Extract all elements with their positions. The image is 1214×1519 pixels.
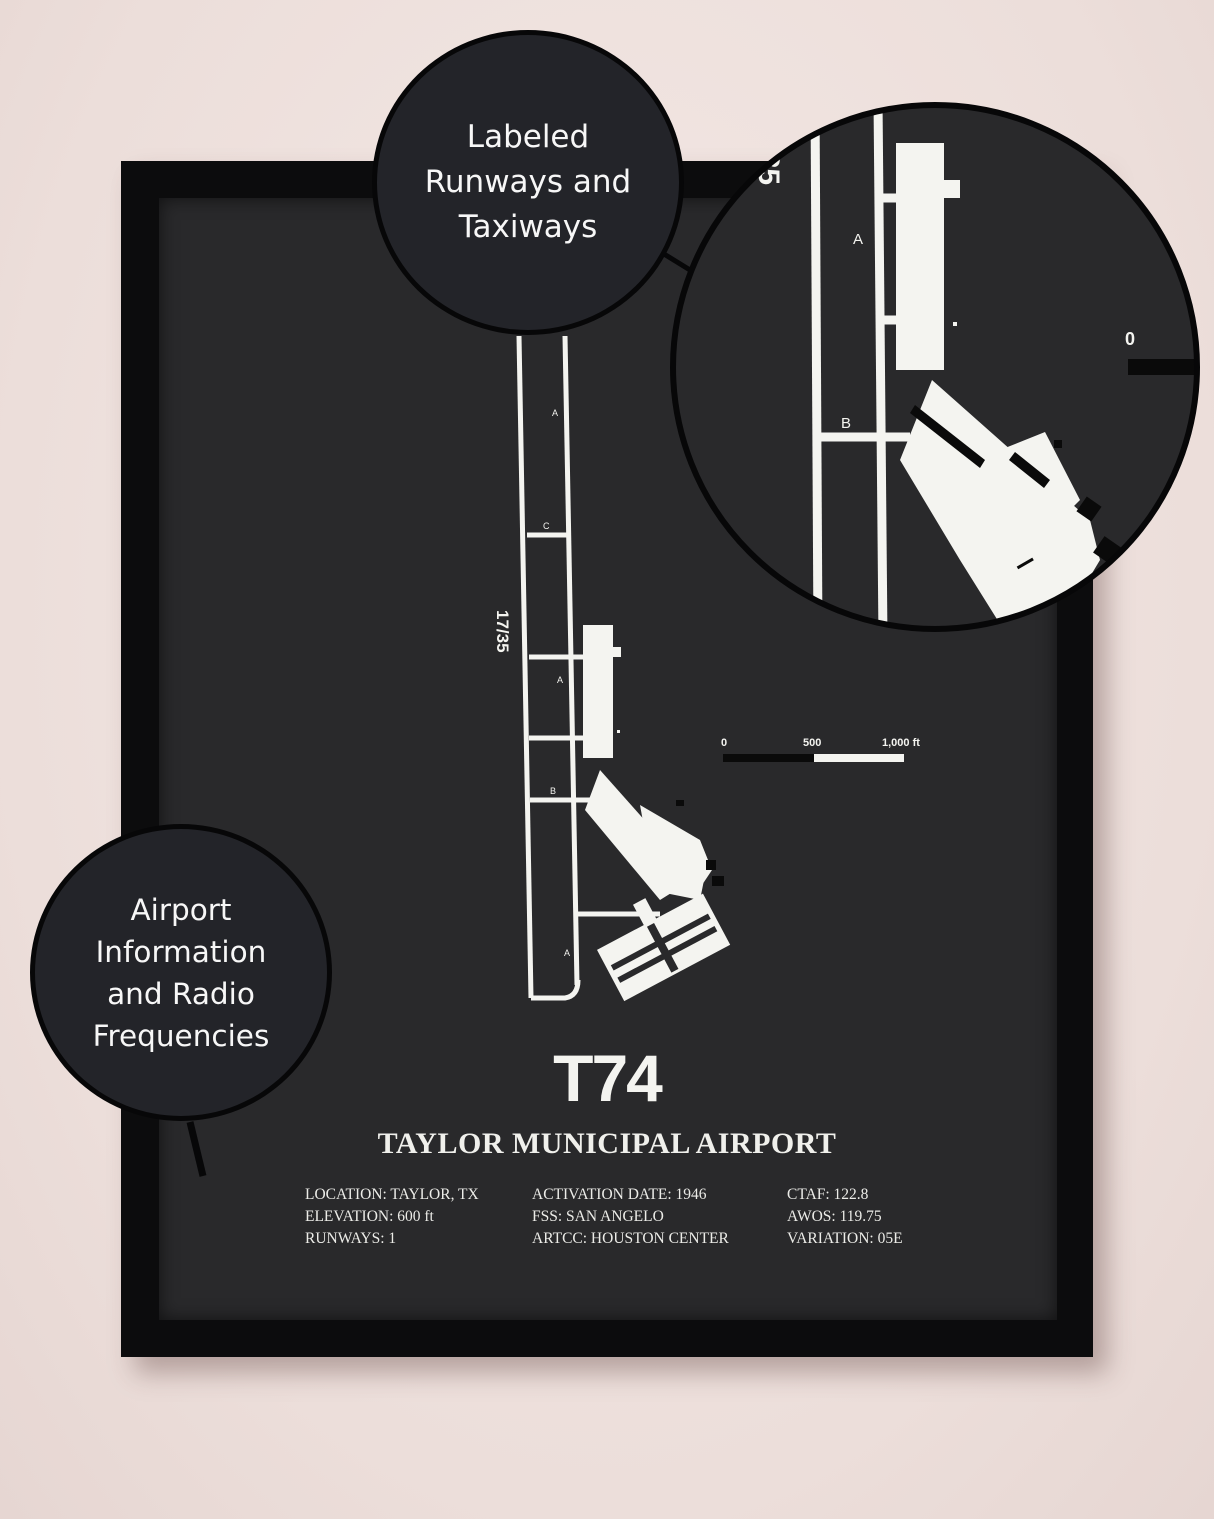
zoom-scale-label-zero: 0 <box>1125 329 1135 349</box>
info-runways: RUNWAYS: 1 <box>305 1230 397 1247</box>
runway-label: 17/35 <box>493 610 512 653</box>
callout-runways: Labeled Runways and Taxiways <box>372 30 684 335</box>
runway-left-edge <box>516 335 534 999</box>
hangar-detail-3 <box>676 800 684 806</box>
runway-right-edge <box>562 335 580 986</box>
zoom-north-apron <box>896 143 944 370</box>
zoom-taxiway-label-b: B <box>841 415 851 432</box>
hangar-building <box>640 805 712 888</box>
zoom-north-apron-notch <box>940 180 960 198</box>
info-location: LOCATION: TAYLOR, TX <box>305 1186 479 1203</box>
zoom-scale-bar-dark <box>1128 359 1197 375</box>
hangar-detail-1 <box>706 860 716 870</box>
zoom-hangar-apron <box>900 380 1100 629</box>
info-activation-date: ACTIVATION DATE: 1946 <box>532 1186 707 1203</box>
t-hangar-stem <box>632 898 660 932</box>
info-artcc: ARTCC: HOUSTON CENTER <box>532 1230 729 1247</box>
airport-code: T74 <box>553 1041 663 1115</box>
zoom-hangar-detail-1 <box>1076 496 1102 522</box>
info-elevation: ELEVATION: 600 ft <box>305 1208 434 1225</box>
zoom-hangar-detail-3 <box>1054 440 1062 448</box>
scale-bar-light <box>814 754 904 762</box>
taxiway-label-a-bottom: A <box>564 948 570 958</box>
hangar-apron <box>585 770 680 900</box>
zoom-runway-edge-right <box>873 105 888 629</box>
info-column-admin: ACTIVATION DATE: 1946 FSS: SAN ANGELO AR… <box>532 1184 729 1250</box>
taxiway-label-c: C <box>543 521 550 531</box>
zoom-taxiway-label-a: A <box>853 231 863 248</box>
info-fss: FSS: SAN ANGELO <box>532 1208 664 1225</box>
callout-runways-line-2: Runways and <box>424 164 632 200</box>
zoom-apron-stripe-2 <box>1009 452 1050 488</box>
taxiway-label-a-mid: A <box>557 675 563 685</box>
callout-info: Airport Information and Radio Frequencie… <box>30 824 332 1121</box>
zoom-circle-border <box>670 102 1200 632</box>
info-column-radio: CTAF: 122.8 AWOS: 119.75 VARIATION: 05E <box>787 1184 903 1250</box>
north-apron-notch <box>610 647 621 657</box>
hangar-tail <box>652 870 705 900</box>
zoom-north-apron-marker <box>953 322 957 326</box>
hangar-detail-2 <box>712 876 724 886</box>
zoom-runway-edge-left <box>810 105 823 629</box>
taxiway-label-a-top: A <box>552 408 558 418</box>
info-variation: VARIATION: 05E <box>787 1230 903 1247</box>
scale-label-end: 1,000 ft <box>882 737 920 749</box>
north-apron <box>583 625 613 758</box>
airport-name: TAYLOR MUNICIPAL AIRPORT <box>377 1127 837 1160</box>
callout-info-line-1: Airport <box>130 892 232 927</box>
zoom-pointer-line <box>662 251 692 273</box>
scale-label-zero: 0 <box>721 737 727 749</box>
info-pointer-line <box>186 1121 207 1177</box>
zoom-apron-stripe-1 <box>910 405 985 468</box>
callout-info-line-2: Information <box>95 934 267 969</box>
zoom-hangar-detail-4 <box>1016 557 1034 570</box>
callout-info-line-3: and Radio <box>107 976 255 1011</box>
taxiway-label-b: B <box>550 786 556 796</box>
scale-bar-dark <box>723 754 814 762</box>
north-apron-marker <box>617 730 620 733</box>
info-ctaf: CTAF: 122.8 <box>787 1186 869 1203</box>
t-hangar-divider <box>646 922 679 973</box>
scale-label-mid: 500 <box>803 737 821 749</box>
callout-runways-line-1: Labeled <box>466 119 590 155</box>
info-column-location: LOCATION: TAYLOR, TX ELEVATION: 600 ft R… <box>305 1184 479 1250</box>
callout-info-line-4: Frequencies <box>92 1018 270 1053</box>
runway-south-end <box>531 979 581 1001</box>
callout-runways-line-3: Taxiways <box>458 209 598 245</box>
info-awos: AWOS: 119.75 <box>787 1208 882 1225</box>
